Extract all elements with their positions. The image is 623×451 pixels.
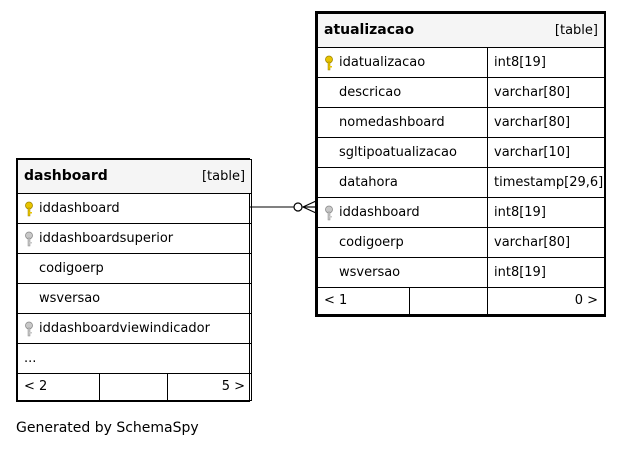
column-row[interactable]: iddashboardviewindicador: [16, 313, 253, 344]
column-type: int8[19]: [487, 47, 605, 78]
column-name: iddashboard: [339, 205, 420, 220]
table-name: dashboard: [24, 168, 108, 184]
parents-count[interactable]: < 2: [17, 373, 100, 401]
column-type: varchar[80]: [487, 227, 605, 258]
generated-by-note: Generated by SchemaSpy: [16, 420, 199, 436]
column-row[interactable]: iddashboard int8[19]: [317, 197, 605, 228]
primary-key-icon: [24, 201, 36, 217]
column-type: varchar[80]: [487, 77, 605, 108]
column-type: varchar[80]: [487, 107, 605, 138]
children-count[interactable]: 5 >: [166, 373, 253, 401]
column-row[interactable]: idatualizacao int8[19]: [317, 47, 605, 78]
crowfoot-top: [302, 200, 317, 208]
column-row[interactable]: codigoerp varchar[80]: [317, 227, 605, 258]
more-columns-indicator: ...: [24, 351, 37, 366]
column-type: timestamp[29,6]: [487, 167, 605, 198]
table-dashboard[interactable]: dashboard [table] iddashboard iddashboar…: [16, 158, 253, 402]
table-header: atualizacao [table]: [317, 13, 605, 48]
more-columns-row[interactable]: ...: [16, 343, 253, 374]
column-name: wsversao: [339, 265, 401, 280]
footer-spacer: [99, 373, 168, 401]
parents-count[interactable]: < 1: [317, 287, 410, 315]
table-type: [table]: [554, 23, 598, 38]
column-row[interactable]: sgltipoatualizacao varchar[10]: [317, 137, 605, 168]
table-header: dashboard [table]: [16, 159, 253, 194]
column-name: iddashboardsuperior: [39, 231, 174, 246]
table-type: [table]: [201, 169, 246, 184]
crowfoot-bottom: [302, 206, 317, 214]
foreign-key-icon: [24, 321, 36, 337]
table-name: atualizacao: [324, 22, 415, 38]
children-count[interactable]: 0 >: [487, 287, 605, 315]
column-name: descricao: [339, 85, 402, 100]
column-type: int8[19]: [487, 257, 605, 288]
column-name: wsversao: [39, 291, 101, 306]
table-footer: < 2 5 >: [17, 373, 253, 401]
column-name: sgltipoatualizacao: [339, 145, 457, 160]
foreign-key-icon: [24, 231, 36, 247]
column-row[interactable]: wsversao int8[19]: [317, 257, 605, 288]
table-atualizacao[interactable]: atualizacao [table] idatualizacao int8[1…: [315, 11, 606, 317]
column-row[interactable]: codigoerp: [16, 253, 253, 284]
column-name: iddashboard: [39, 201, 120, 216]
column-type: varchar[10]: [487, 137, 605, 168]
table-footer: < 1 0 >: [317, 287, 605, 315]
footer-spacer: [409, 287, 488, 315]
relationship-optional-marker: [293, 202, 303, 212]
column-type: int8[19]: [487, 197, 605, 228]
column-row[interactable]: descricao varchar[80]: [317, 77, 605, 108]
column-row[interactable]: iddashboard: [16, 193, 253, 224]
column-row[interactable]: nomedashboard varchar[80]: [317, 107, 605, 138]
foreign-key-icon: [324, 205, 336, 221]
column-name: codigoerp: [339, 235, 404, 250]
column-name: datahora: [339, 175, 398, 190]
column-name: idatualizacao: [339, 55, 426, 70]
column-name: nomedashboard: [339, 115, 445, 130]
column-name: iddashboardviewindicador: [39, 321, 210, 336]
primary-key-icon: [324, 55, 336, 71]
column-row[interactable]: wsversao: [16, 283, 253, 314]
column-row[interactable]: datahora timestamp[29,6]: [317, 167, 605, 198]
column-name: codigoerp: [39, 261, 104, 276]
column-row[interactable]: iddashboardsuperior: [16, 223, 253, 254]
